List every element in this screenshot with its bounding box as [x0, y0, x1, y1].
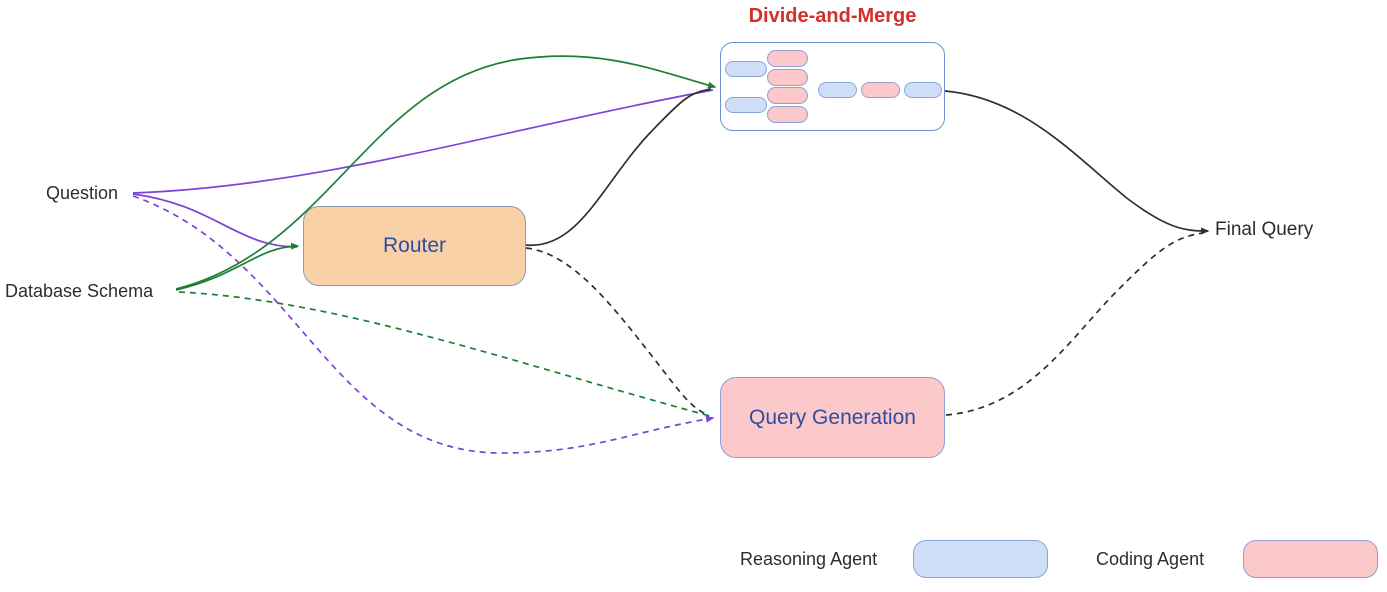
question-label: Question [46, 183, 119, 203]
divide-and-merge-title: Divide-and-Merge [748, 5, 917, 27]
edge-schema-to-router [175, 242, 300, 291]
database-schema-label: Database Schema [5, 281, 154, 301]
edge-schema-to-divide-merge [175, 55, 717, 290]
legend-reasoning-agent-label: Reasoning Agent [740, 549, 878, 569]
edge-question-to-router [132, 193, 298, 248]
reasoning-agent-pill [904, 82, 942, 98]
edge-query-generation-to-final-query [945, 232, 1204, 416]
edge-divide-merge-to-final-query [944, 90, 1210, 235]
reasoning-agent-pill [725, 97, 767, 113]
edge-question-to-divide-merge [132, 89, 714, 194]
coding-agent-pill [861, 82, 900, 98]
router-node-label: Router [382, 234, 447, 257]
coding-agent-pill [767, 87, 808, 104]
final-query-label: Final Query [1215, 219, 1314, 240]
legend-coding-agent-swatch [1243, 540, 1378, 578]
edge-schema-to-query-generation [178, 291, 711, 417]
query-generation-node: Query Generation [720, 377, 945, 458]
legend-reasoning-agent-swatch [913, 540, 1048, 578]
coding-agent-pill [767, 69, 808, 86]
coding-agent-pill [767, 106, 808, 123]
reasoning-agent-pill [818, 82, 857, 98]
divide-and-merge-node [720, 42, 945, 131]
edge-router-to-query-generation [525, 247, 710, 417]
reasoning-agent-pill [725, 61, 767, 77]
router-node: Router [303, 206, 526, 286]
query-generation-node-label: Query Generation [749, 405, 916, 429]
edge-router-to-divide-merge [525, 88, 712, 246]
legend-coding-agent-label: Coding Agent [1096, 549, 1205, 569]
coding-agent-pill [767, 50, 808, 67]
